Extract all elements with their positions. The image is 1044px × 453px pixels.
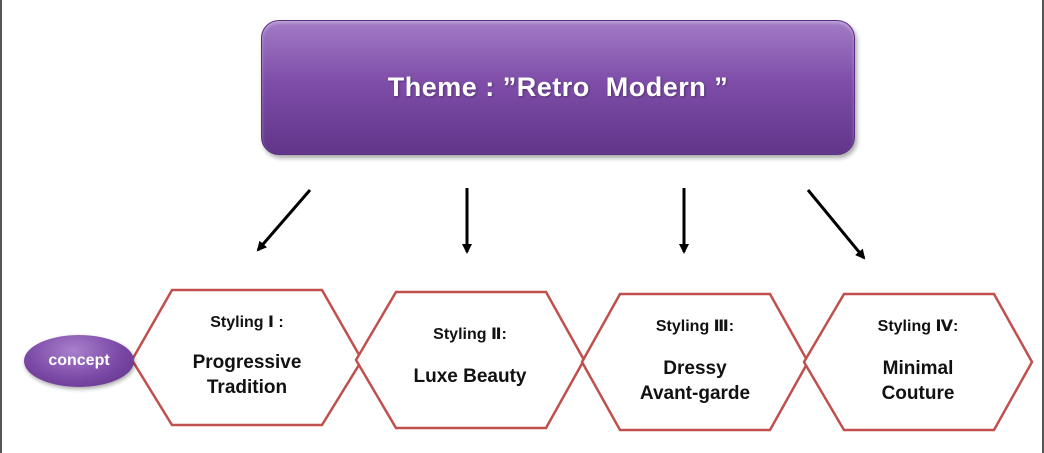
styling-3-heading: Styling Ⅲ: xyxy=(655,318,735,335)
theme-box: Theme : ”Retro Modern ” xyxy=(261,20,855,155)
styling-2-heading: Styling Ⅱ: xyxy=(433,326,507,343)
styling-1-text: Styling Ⅰ : Progressive Tradition xyxy=(162,312,332,400)
arrow-to-styling-4 xyxy=(806,189,866,260)
concept-label: concept xyxy=(48,352,110,369)
styling-1-heading: Styling Ⅰ : xyxy=(210,314,284,331)
styling-4-title-line2: Couture xyxy=(881,383,955,404)
styling-3-title-line1: Dressy xyxy=(663,358,727,379)
styling-1-title-line1: Progressive xyxy=(192,352,302,373)
styling-1-title-line2: Tradition xyxy=(206,377,288,398)
styling-4-title-line1: Minimal xyxy=(882,358,954,379)
styling-4-hexagon xyxy=(802,292,1034,432)
theme-label: Theme : ”Retro Modern ” xyxy=(387,72,729,102)
styling-4-text: Styling Ⅳ: Minimal Couture xyxy=(833,316,1003,406)
styling-3-title-line2: Avant-garde xyxy=(639,383,751,404)
styling-3-text: Styling Ⅲ: Dressy Avant-garde xyxy=(610,316,780,406)
concept-badge: concept xyxy=(24,335,134,387)
arrow-to-styling-1 xyxy=(256,189,312,252)
styling-2-title-line1: Luxe Beauty xyxy=(413,366,527,387)
styling-4-heading: Styling Ⅳ: xyxy=(877,318,959,335)
styling-2-text: Styling Ⅱ: Luxe Beauty xyxy=(385,324,555,389)
